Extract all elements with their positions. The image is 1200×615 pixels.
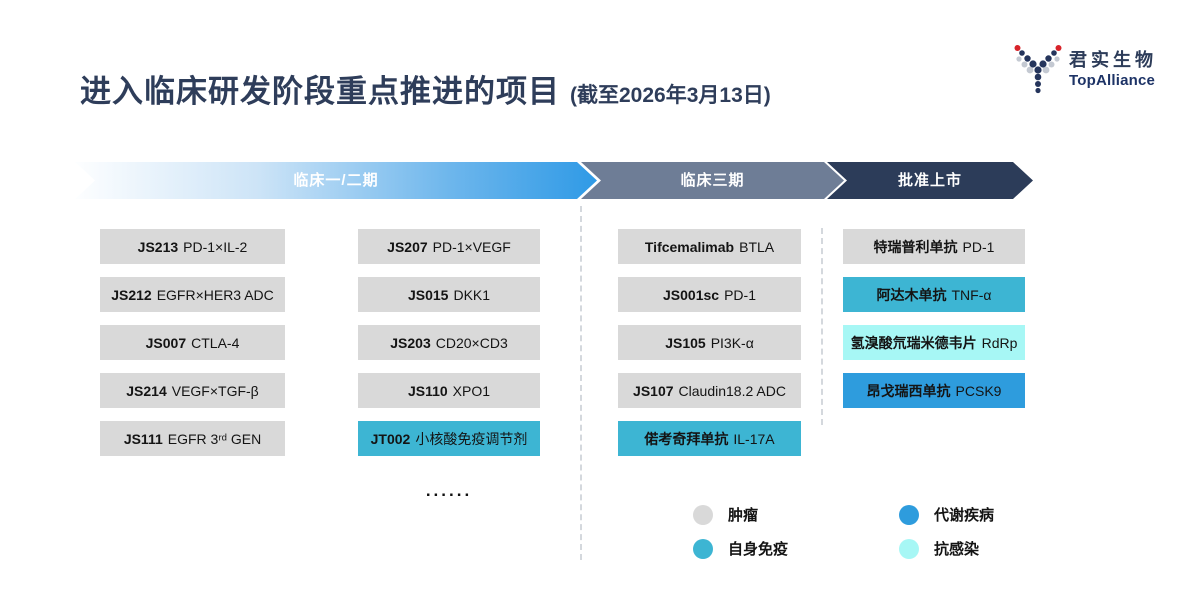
- project-code: JS110: [407, 382, 448, 399]
- project-target: EGFR×HER3 ADC: [156, 286, 274, 303]
- project-target: RdRp: [981, 334, 1018, 351]
- stage-label: 临床三期: [680, 172, 745, 189]
- project-code: JS107: [633, 382, 674, 399]
- project-code: JS207: [387, 238, 428, 255]
- legend-dot-anti-infection: [899, 538, 919, 559]
- project-code: 特瑞普利单抗: [873, 238, 958, 255]
- divider-phase12-phase3: [580, 206, 582, 560]
- project-target: BTLA: [739, 238, 775, 255]
- stage-label: 批准上市: [897, 172, 962, 189]
- legend-item-autoimmune: 自身免疫: [693, 538, 833, 559]
- project-code: JS214: [126, 382, 167, 399]
- legend-label: 自身免疫: [728, 541, 789, 558]
- legend-dot-autoimmune: [693, 538, 713, 559]
- stage-label: 临床一/二期: [293, 172, 379, 189]
- project-target: Claudin18.2 ADC: [678, 382, 786, 399]
- project-target: 小核酸免疫调节剂: [415, 430, 528, 447]
- page-title: 进入临床研发阶段重点推进的项目: [80, 74, 560, 109]
- project-target: IL-17A: [733, 430, 775, 447]
- project-code: 氢溴酸氘瑞米德韦片: [850, 334, 977, 351]
- project-code: JS212: [111, 286, 152, 303]
- header: 进入临床研发阶段重点推进的项目 (截至2026年3月13日): [80, 66, 771, 111]
- legend-item-anti-infection: 抗感染: [899, 538, 1039, 559]
- project-target: PD-1×IL-2: [183, 238, 248, 255]
- legend-item-oncology: 肿瘤: [693, 504, 833, 525]
- company-logo: 君实生物 TopAlliance: [1014, 38, 1157, 96]
- project-code: JS111: [123, 430, 163, 447]
- page-subtitle: (截至2026年3月13日): [570, 84, 771, 107]
- project-target: PCSK9: [955, 382, 1002, 399]
- antibody-logo-icon: [1014, 45, 1062, 94]
- logo-text: 君实生物 TopAlliance: [1069, 46, 1157, 89]
- project-target: PD-1: [724, 286, 756, 303]
- project-code: JS105: [665, 334, 706, 351]
- stage-arrow-approved: 批准上市: [827, 162, 1033, 199]
- project-target: PD-1: [962, 238, 995, 255]
- project-code: 偌考奇拜单抗: [644, 430, 729, 447]
- project-target: EGFR 3ʳᵈ GEN: [167, 430, 262, 447]
- project-code: JS015: [407, 286, 449, 303]
- project-target: PD-1×VEGF: [432, 238, 511, 255]
- project-code: JS007: [145, 334, 187, 351]
- project-target: PI3K-α: [710, 334, 754, 351]
- project-target: TNF-α: [951, 286, 992, 303]
- project-target: CD20×CD3: [435, 334, 508, 351]
- project-target: CTLA-4: [191, 334, 240, 351]
- project-code: JS001sc: [663, 286, 720, 303]
- project-target: VEGF×TGF-β: [171, 382, 259, 399]
- logo-name-cn: 君实生物: [1069, 49, 1157, 70]
- legend-dot-oncology: [693, 504, 713, 525]
- project-code: JS213: [137, 238, 179, 255]
- project-code: Tifcemalimab: [644, 238, 735, 255]
- project-code: JT002: [370, 430, 411, 447]
- stage-arrow-clinical-phase-3: 临床三期: [581, 162, 844, 199]
- stage-arrow-clinical-phase-1-2: 临床一/二期: [75, 162, 597, 199]
- project-code: JS203: [390, 334, 431, 351]
- project-target: XPO1: [452, 382, 491, 399]
- legend: 肿瘤 代谢疾病 自身免疫 抗感染: [693, 504, 1039, 559]
- more-projects-ellipsis: ......: [425, 481, 473, 500]
- divider-phase3-approved: [821, 228, 823, 425]
- project-target: DKK1: [453, 286, 491, 303]
- legend-label: 抗感染: [934, 541, 980, 558]
- legend-item-metabolic: 代谢疾病: [899, 504, 1039, 525]
- project-code: 昂戈瑞西单抗: [866, 382, 951, 399]
- logo-name-en: TopAlliance: [1069, 71, 1156, 89]
- project-code: 阿达木单抗: [876, 286, 947, 303]
- legend-dot-metabolic: [899, 504, 919, 525]
- legend-label: 肿瘤: [728, 507, 759, 524]
- legend-label: 代谢疾病: [934, 507, 995, 524]
